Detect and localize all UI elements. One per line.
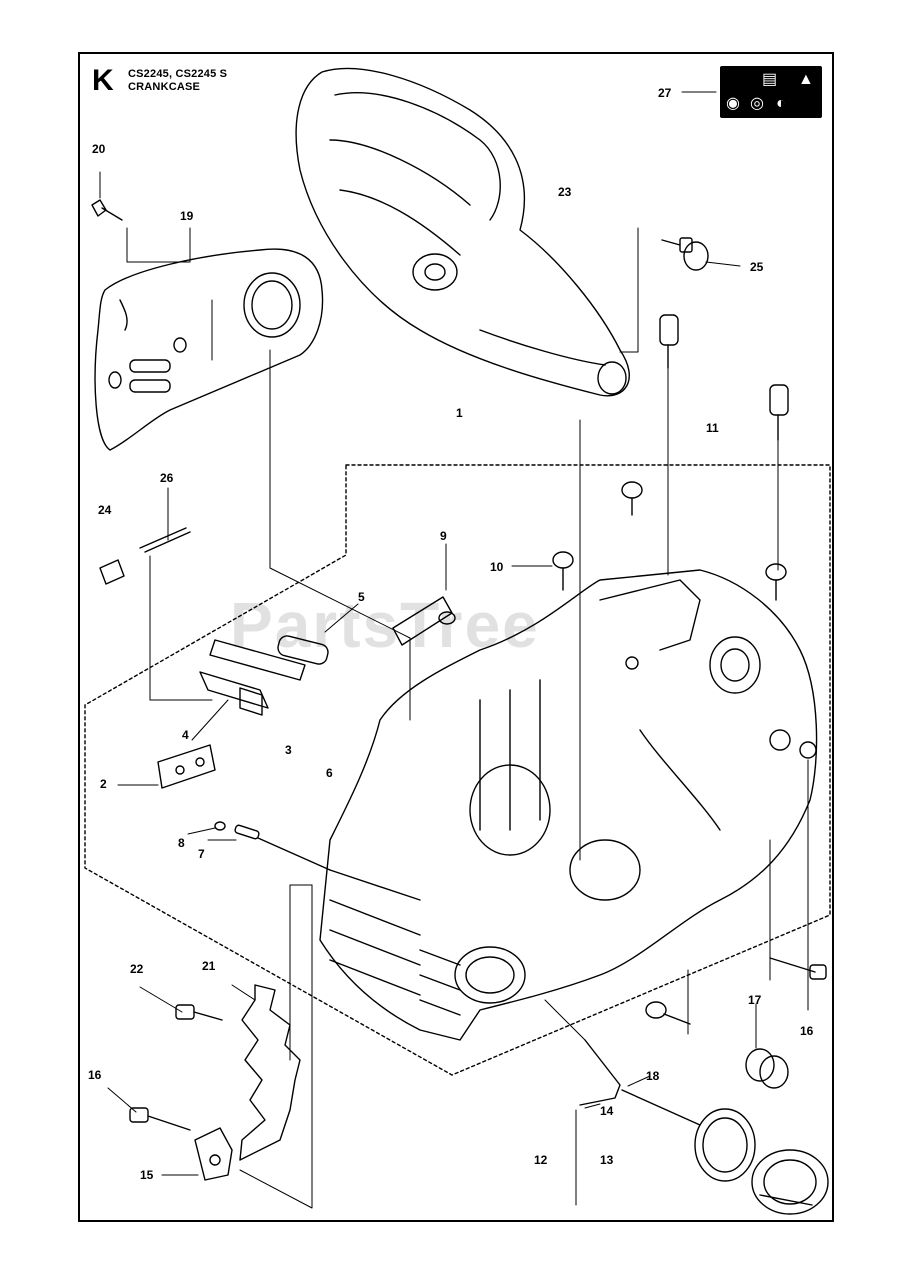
section-letter: K [92, 64, 114, 97]
part-number-26: 26 [160, 471, 174, 485]
bolt-22 [175, 1004, 223, 1021]
nut-4 [199, 671, 269, 716]
pin-9 [392, 596, 456, 646]
part-number-22: 22 [130, 962, 144, 976]
part-number-10: 10 [490, 560, 504, 574]
part-number-9: 9 [440, 529, 447, 543]
part-number-24: 24 [98, 503, 112, 517]
warning-label-badge: ▤ ▲ ◉ ◎ ◐ [720, 66, 822, 118]
part-number-15: 15 [140, 1168, 154, 1182]
part-number-12: 12 [534, 1153, 548, 1167]
part-number-7: 7 [198, 847, 205, 861]
pin-8 [214, 821, 226, 831]
connector-11 [659, 314, 789, 441]
part-number-5: 5 [358, 590, 365, 604]
screw-20 [91, 199, 123, 221]
part-number-16-right: 16 [800, 1024, 814, 1038]
part-number-3: 3 [285, 743, 292, 757]
bolt-16-right [769, 957, 827, 980]
spike-21 [239, 984, 301, 1161]
diagram-frame [78, 52, 834, 1222]
part-number-25: 25 [750, 260, 764, 274]
part-number-4: 4 [182, 728, 189, 742]
bolt-16-left [129, 1107, 191, 1131]
filler-cap [751, 1149, 829, 1215]
part-number-6: 6 [326, 766, 333, 780]
part-number-27: 27 [658, 86, 672, 100]
screw-lower [645, 1001, 691, 1025]
leader-lines [99, 91, 809, 1209]
side-cover [94, 248, 324, 451]
part-number-16-left: 16 [88, 1068, 102, 1082]
part-number-1: 1 [456, 406, 463, 420]
screw-25 [661, 237, 709, 271]
part-number-13: 13 [600, 1153, 614, 1167]
part-number-18: 18 [646, 1069, 660, 1083]
part-number-14: 14 [600, 1104, 614, 1118]
pipe-18 [579, 1039, 701, 1126]
plug-17 [745, 1048, 789, 1089]
part-number-23: 23 [558, 185, 572, 199]
seal-ring [694, 1108, 756, 1182]
screw-top [621, 481, 643, 516]
spring-26 [99, 527, 191, 585]
bar-bolt-5 [209, 635, 329, 681]
part-number-19: 19 [180, 209, 194, 223]
warning-icon: ▲ [798, 71, 814, 88]
model-line: CS2245, CS2245 S [128, 68, 228, 80]
crankcase-body [319, 569, 818, 1041]
screw-10 [552, 551, 574, 591]
section-title: CRANKCASE [128, 81, 201, 93]
oil-icon: ◎ [750, 95, 764, 112]
part-number-8: 8 [178, 836, 185, 850]
bracket-15 [194, 1127, 233, 1181]
part-number-20: 20 [92, 142, 106, 156]
fuel-icon: ◉ [726, 95, 740, 112]
manual-icon: ▤ [762, 71, 778, 88]
part-number-11: 11 [706, 421, 719, 435]
plate-2 [157, 744, 216, 789]
part-number-21: 21 [202, 959, 216, 973]
pin-7 [234, 824, 331, 871]
front-handle [295, 67, 630, 397]
part-number-2: 2 [100, 777, 107, 791]
part-number-17: 17 [748, 993, 762, 1007]
choke-icon: ◐ [776, 95, 786, 112]
crankcase-dotted-outline [84, 464, 831, 1076]
screw-right [765, 563, 787, 601]
